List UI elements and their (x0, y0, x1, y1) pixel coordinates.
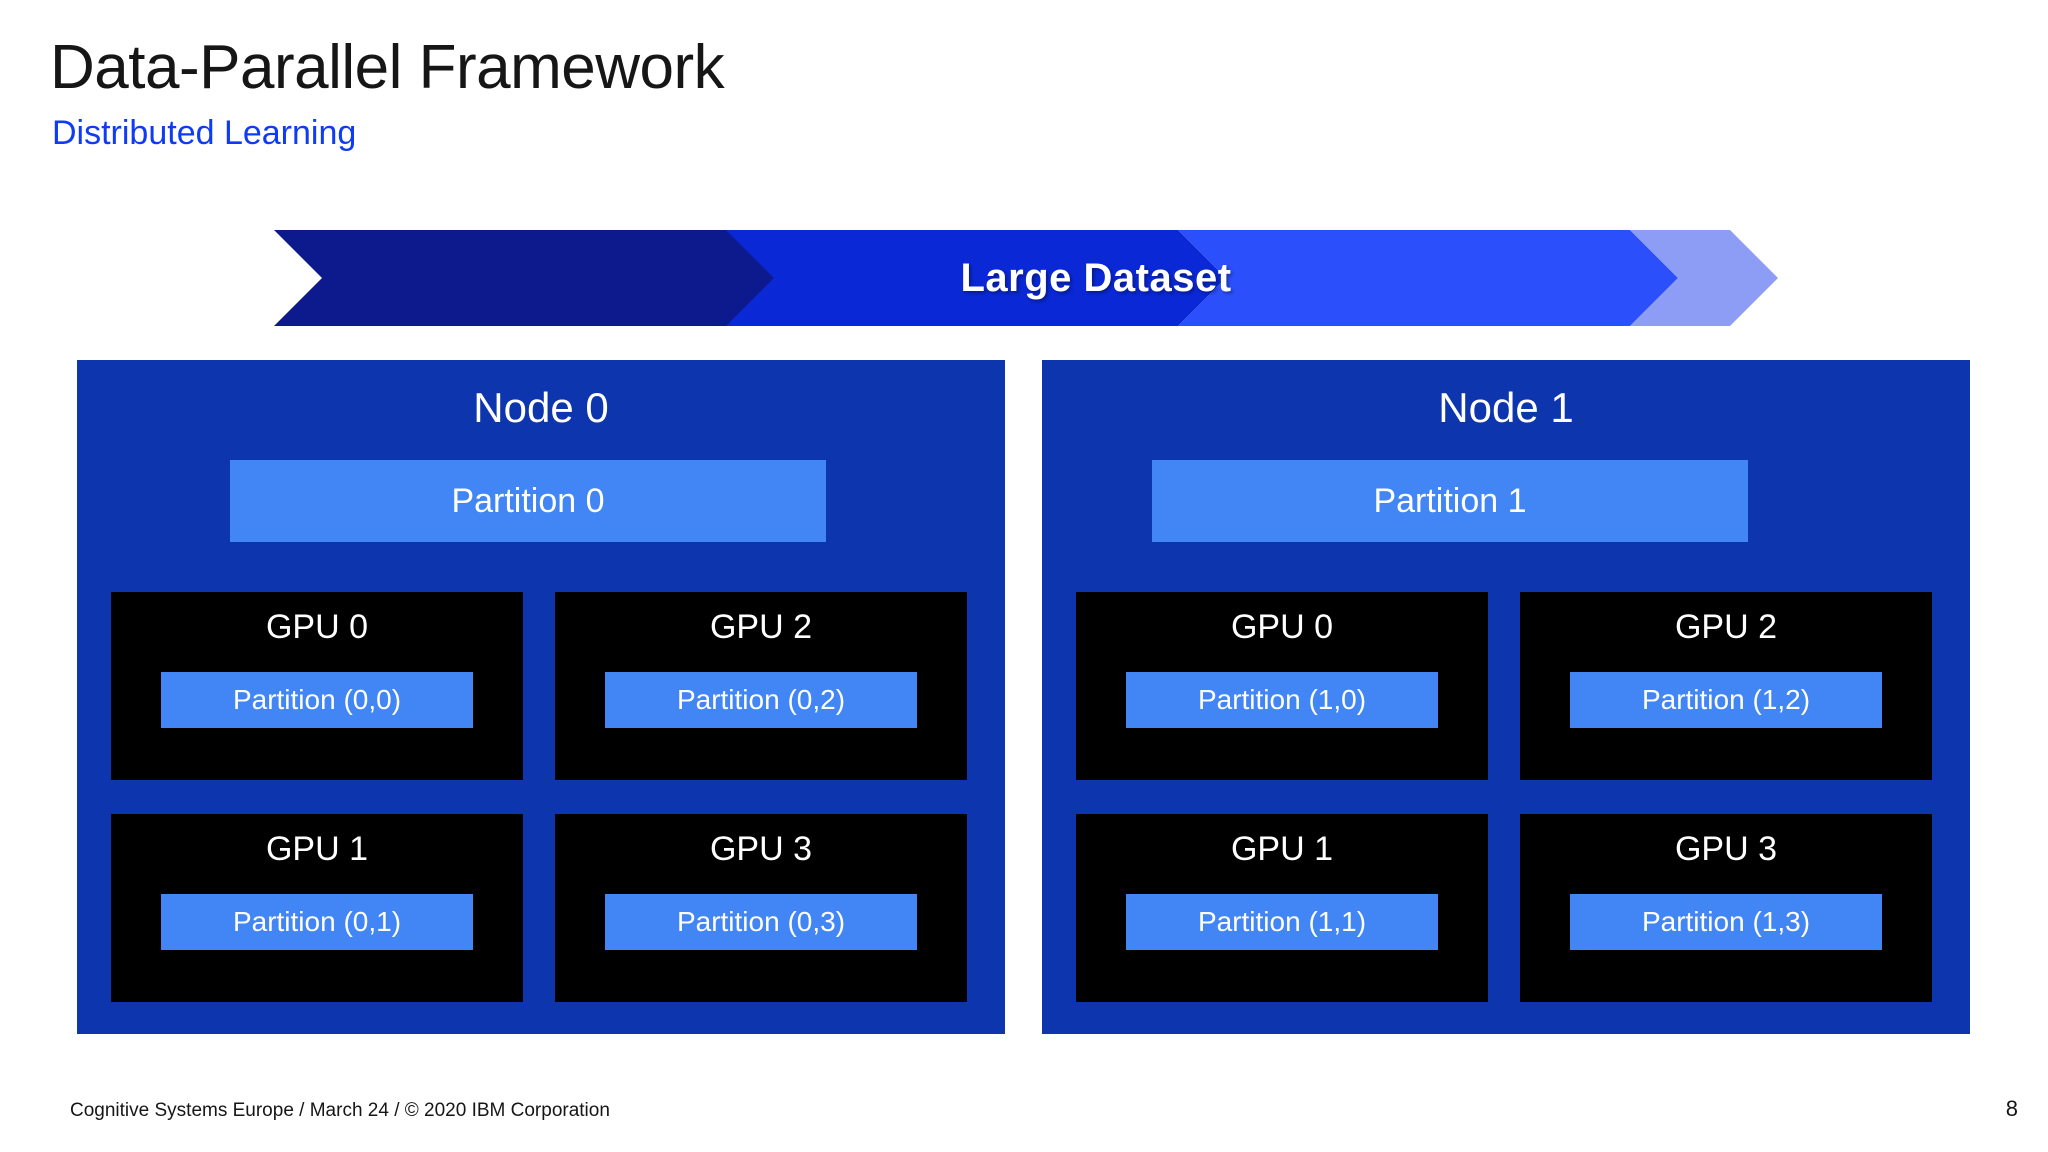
node-panel-0: Node 0 Partition 0 GPU 0 Partition (0,0)… (77, 360, 1005, 1034)
node-0-partition-box: Partition 0 (230, 460, 826, 542)
node-0-gpu-0-title: GPU 0 (265, 608, 369, 646)
node-1-gpu-3-box: GPU 3 Partition (1,3) (1520, 814, 1932, 1002)
banner-segment-1-chevron (274, 230, 774, 326)
page-number: 8 (2005, 1096, 2018, 1121)
node-1-gpu-3-partition: Partition (1,3) (1570, 894, 1882, 950)
node-0-gpu-0-box: GPU 0 Partition (0,0) (111, 592, 523, 780)
node-1-gpu-grid: GPU 0 Partition (1,0) GPU 2 Partition (1… (1042, 592, 1970, 1012)
node-1-title: Node 1 (1438, 384, 1574, 431)
node-0-gpu-3-title: GPU 3 (709, 830, 813, 868)
banner-segment-3-chevron (1178, 230, 1678, 326)
node-1-gpu-2-box: GPU 2 Partition (1,2) (1520, 592, 1932, 780)
node-0-gpu-3-partition: Partition (0,3) (605, 894, 917, 950)
node-1-gpu-3-title: GPU 3 (1674, 830, 1778, 868)
page-title: Data-Parallel Framework (50, 33, 725, 102)
node-0-gpu-2-title: GPU 2 (709, 608, 813, 646)
node-1-gpu-0-box: GPU 0 Partition (1,0) (1076, 592, 1488, 780)
node-1-partition-box: Partition 1 (1152, 460, 1748, 542)
node-0-gpu-0-partition: Partition (0,0) (161, 672, 473, 728)
node-1-gpu-0-title: GPU 0 (1230, 608, 1334, 646)
node-1-gpu-1-box: GPU 1 Partition (1,1) (1076, 814, 1488, 1002)
footer-attribution: Cognitive Systems Europe / March 24 / © … (70, 1100, 610, 1121)
banner-segment-2-chevron (726, 230, 1226, 326)
node-0-gpu-2-box: GPU 2 Partition (0,2) (555, 592, 967, 780)
node-1-gpu-2-title: GPU 2 (1674, 608, 1778, 646)
page-subtitle: Distributed Learning (52, 114, 357, 152)
node-0-gpu-grid: GPU 0 Partition (0,0) GPU 2 Partition (0… (77, 592, 1005, 1012)
node-0-gpu-3-box: GPU 3 Partition (0,3) (555, 814, 967, 1002)
node-1-gpu-2-partition: Partition (1,2) (1570, 672, 1882, 728)
node-0-gpu-1-box: GPU 1 Partition (0,1) (111, 814, 523, 1002)
node-0-gpu-2-partition: Partition (0,2) (605, 672, 917, 728)
node-panel-1: Node 1 Partition 1 GPU 0 Partition (1,0)… (1042, 360, 1970, 1034)
node-0-gpu-1-partition: Partition (0,1) (161, 894, 473, 950)
node-1-gpu-1-title: GPU 1 (1230, 830, 1334, 868)
large-dataset-banner: Large Dataset (274, 230, 1778, 326)
node-1-gpu-1-partition: Partition (1,1) (1126, 894, 1438, 950)
node-0-gpu-1-title: GPU 1 (265, 830, 369, 868)
banner-label: Large Dataset (960, 255, 1232, 300)
node-1-gpu-0-partition: Partition (1,0) (1126, 672, 1438, 728)
node-0-title: Node 0 (473, 384, 609, 431)
